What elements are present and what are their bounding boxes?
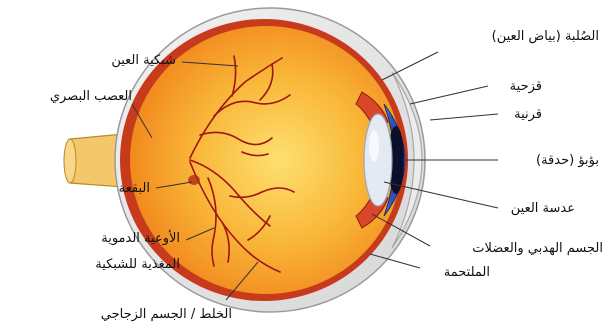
label-iris: قزحية (510, 79, 542, 94)
label-vitreous: الخلط / الجسم الزجاجي (101, 307, 232, 322)
lens (364, 114, 392, 206)
label-lens: عدسة العين (511, 201, 575, 216)
label-vessels-line2: المغذية للشبكية (95, 257, 180, 272)
lens-highlight (369, 130, 379, 162)
label-sclera: الصُلبة (بياض العين) (492, 29, 599, 44)
label-pupil: بؤبؤ (حدقة) (536, 153, 599, 168)
label-macula: البقعة (119, 181, 150, 196)
label-ciliary: الجسم الهدبي والعضلات (472, 241, 603, 256)
label-optic-nerve: العصب البصري (50, 89, 132, 104)
label-conjunctiva: الملتحمة (444, 265, 490, 280)
label-retina: شبكية العين (111, 53, 176, 68)
macula (188, 175, 200, 185)
label-vessels-line1: الأوعية الدموية (101, 229, 180, 246)
label-cornea: قرنية (514, 107, 542, 122)
